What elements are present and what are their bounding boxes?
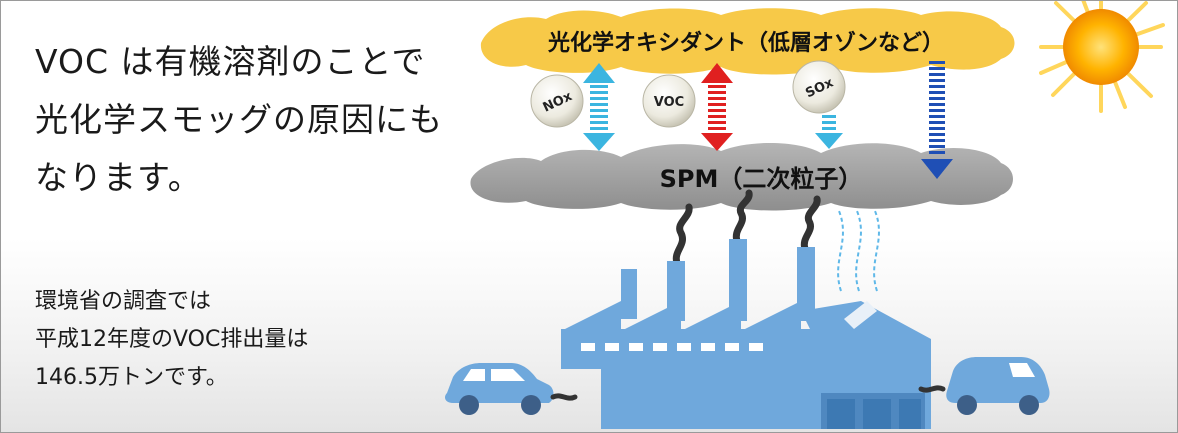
car-left [445,363,578,415]
main-text-line-3: なります。 [35,158,202,197]
main-description: VOC は有機溶剤のことで 光化学スモッグの原因にも なります。 [35,33,505,207]
voc-molecule: VOC [642,74,696,128]
car-right [918,357,1050,415]
oxidant-label: 光化学オキシダント（低層オゾンなど） [547,30,944,56]
nox-molecule: NOx [530,74,584,128]
voc-double-arrow-icon [701,63,733,151]
main-text-line-1: VOC は有機溶剤のことで [35,42,426,81]
sub-text-line-1: 環境省の調査では [35,289,212,314]
sox-molecule: SOx [792,60,846,114]
smoke-plumes [672,189,821,267]
survey-note: 環境省の調査では 平成12年度のVOC排出量は 146.5万トンです。 [35,283,435,397]
oxidant-down-arrow-icon [921,61,953,179]
factory [561,239,931,429]
sub-text-line-2: 平成12年度のVOC排出量は [35,327,309,352]
main-text-line-2: 光化学スモッグの原因にも [35,100,443,139]
oxidant-cloud: 光化学オキシダント（低層オゾンなど） [480,8,1015,75]
vapour-lines [837,210,880,292]
sun-icon [1039,1,1165,113]
spm-cloud: SPM（二次粒子） [470,142,1013,211]
voc-label: VOC [654,95,684,110]
sub-text-line-3: 146.5万トンです。 [35,365,228,390]
nox-double-arrow-icon [583,63,615,151]
sox-down-arrow-icon [815,115,843,149]
spm-label: SPM（二次粒子） [660,165,863,193]
